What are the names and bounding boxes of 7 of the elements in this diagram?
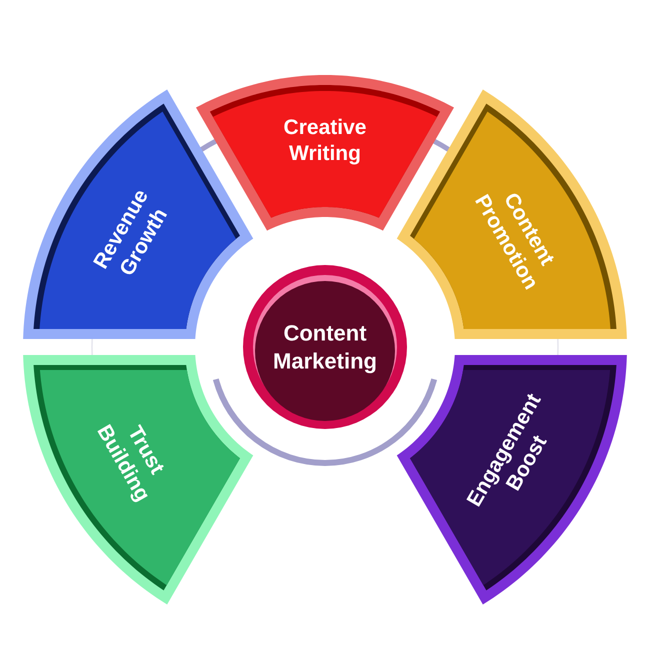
segment-label: Creative Writing (284, 114, 366, 167)
center-circle (243, 265, 407, 429)
ring-segment (23, 355, 254, 605)
ring-segment (396, 355, 627, 605)
ring-segment (23, 89, 254, 339)
center-label: Content Marketing (273, 320, 377, 374)
ring-segment (396, 89, 627, 339)
